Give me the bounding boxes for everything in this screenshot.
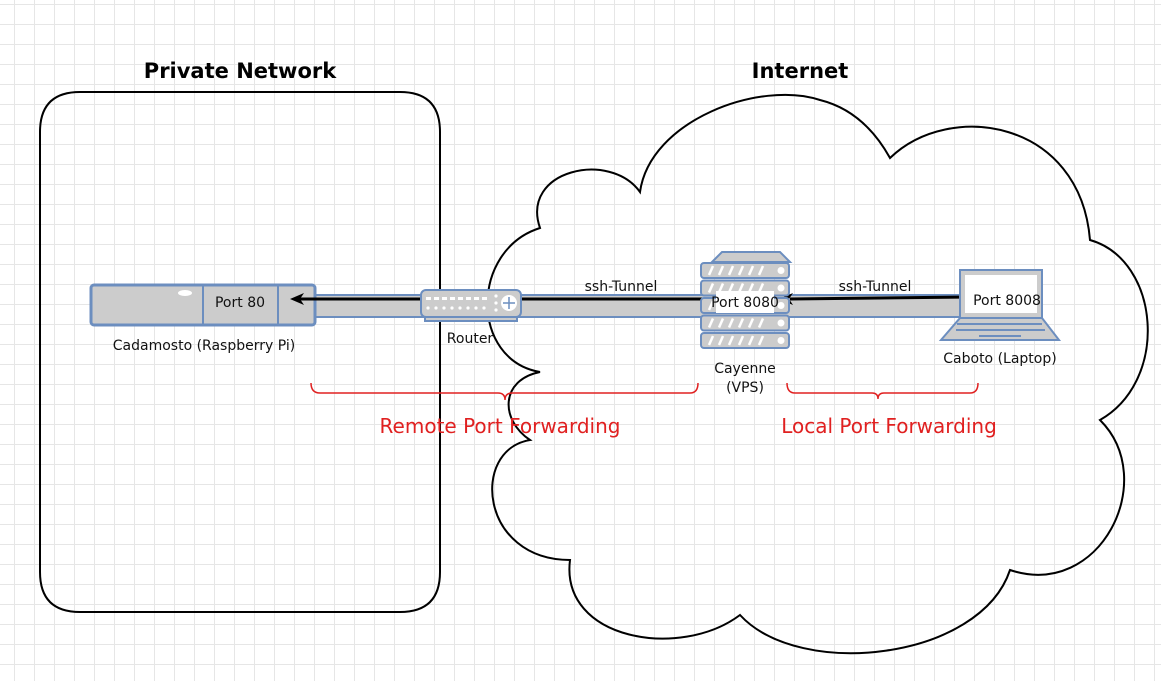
internet-title: Internet — [752, 59, 849, 83]
server-unit — [700, 262, 790, 279]
arrowhead-icon — [290, 293, 304, 305]
laptop-label: Caboto (Laptop) — [943, 351, 1056, 367]
private-network-zone[interactable] — [39, 91, 441, 613]
private-network-title: Private Network — [144, 59, 337, 83]
vps-port: Port 8080 — [711, 295, 779, 311]
router-device[interactable] — [420, 289, 522, 322]
local-port-forwarding-label: Local Port Forwarding — [781, 414, 997, 438]
server-unit — [700, 314, 790, 332]
remote-forwarding-brace — [310, 382, 699, 401]
laptop-port: Port 8008 — [973, 293, 1041, 309]
tunnel-label-remote: ssh-Tunnel — [585, 279, 658, 295]
router-ports — [426, 294, 498, 312]
internet-cloud[interactable] — [486, 93, 1149, 655]
vps-label-line1: Cayenne — [714, 361, 776, 377]
vps-server-stack[interactable]: Port 8080 — [700, 251, 793, 349]
laptop-device[interactable]: Port 8008 — [938, 269, 1062, 341]
tunnel-line-laptop-to-vps — [789, 295, 971, 301]
raspberry-pi-device[interactable]: Port 80 — [89, 283, 317, 327]
led-icon — [178, 290, 192, 296]
server-unit — [700, 332, 790, 349]
remote-port-forwarding-label: Remote Port Forwarding — [380, 414, 621, 438]
raspberry-pi-port: Port 80 — [215, 295, 265, 311]
router-label: Router — [447, 331, 494, 347]
raspberry-pi-label: Cadamosto (Raspberry Pi) — [113, 338, 295, 354]
vps-label-line2: (VPS) — [726, 380, 764, 396]
vps-port-box — [716, 291, 774, 313]
local-forwarding-brace — [786, 382, 979, 400]
tunnel-label-local: ssh-Tunnel — [839, 279, 912, 295]
